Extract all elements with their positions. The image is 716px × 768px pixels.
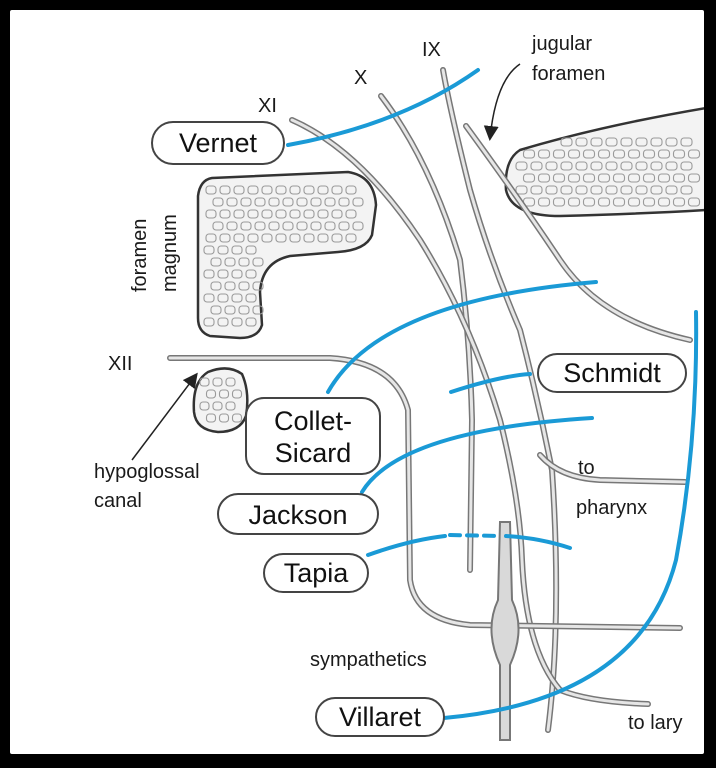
- nerve-upper-branch: [463, 123, 693, 343]
- syndrome-villaret: Villaret: [315, 697, 445, 737]
- vernet-lesion: [286, 68, 480, 147]
- syndrome-label-jackson: Jackson: [248, 500, 347, 530]
- syndrome-label-sicard: Sicard: [275, 438, 352, 468]
- hypoglossal-canal-label-2: canal: [94, 490, 142, 512]
- nerve-label-xii: XII: [108, 353, 132, 375]
- syndrome-label-villaret: Villaret: [339, 702, 422, 732]
- syndrome-label-tapia: Tapia: [284, 558, 350, 588]
- villaret-lesion: [442, 310, 699, 720]
- syndrome-schmidt: Schmidt: [537, 353, 687, 393]
- syndrome-vernet: Vernet: [151, 121, 285, 165]
- foramen-magnum-bone: [196, 170, 378, 340]
- syndrome-label-schmidt: Schmidt: [563, 358, 661, 388]
- sympathetics-label: sympathetics: [310, 649, 427, 671]
- jackson-lesion: [360, 416, 594, 494]
- syndrome-collet-sicard: Collet- Sicard: [245, 397, 381, 475]
- nerve-label-x: X: [354, 67, 367, 89]
- tapia-lesion-dashed: [448, 533, 502, 538]
- hypoglossal-canal-bone: [192, 367, 249, 434]
- nerve-xii: [167, 355, 683, 631]
- collet-sicard-lesion: [326, 280, 598, 394]
- temporal-bone: [504, 107, 704, 218]
- nerve-ix: [440, 67, 688, 733]
- sympathetic-trunk: [490, 521, 520, 741]
- schmidt-lesion: [449, 372, 532, 394]
- jugular-foramen-arrow: [483, 63, 521, 141]
- syndrome-label-collet: Collet-: [274, 406, 352, 436]
- foramen-magnum-label-2: magnum: [159, 214, 181, 292]
- to-pharynx-label-1: to: [578, 457, 595, 479]
- jugular-foramen-syndromes-diagram: IX X XI XII jugular foramen foramen magn…: [94, 33, 704, 741]
- hypoglossal-canal-arrow: [131, 372, 198, 461]
- foramen-magnum-label-1: foramen: [129, 219, 151, 292]
- hypoglossal-canal-label-1: hypoglossal: [94, 461, 200, 483]
- diagram-panel: IX X XI XII jugular foramen foramen magn…: [10, 10, 704, 754]
- jugular-foramen-label-2: foramen: [532, 63, 605, 85]
- nerve-x: [378, 93, 476, 573]
- nerve-label-ix: IX: [422, 39, 441, 61]
- tapia-lesion-left: [366, 534, 447, 557]
- syndrome-label-vernet: Vernet: [179, 128, 258, 158]
- tapia-lesion-right: [504, 534, 572, 550]
- syndrome-jackson: Jackson: [217, 493, 379, 535]
- to-larynx-label: to lary: [628, 712, 682, 734]
- lesion-lines: [286, 68, 699, 720]
- jugular-foramen-label-1: jugular: [531, 33, 592, 55]
- syndrome-tapia: Tapia: [263, 553, 369, 593]
- to-pharynx-label-2: pharynx: [576, 497, 647, 519]
- nerve-label-xi: XI: [258, 95, 277, 117]
